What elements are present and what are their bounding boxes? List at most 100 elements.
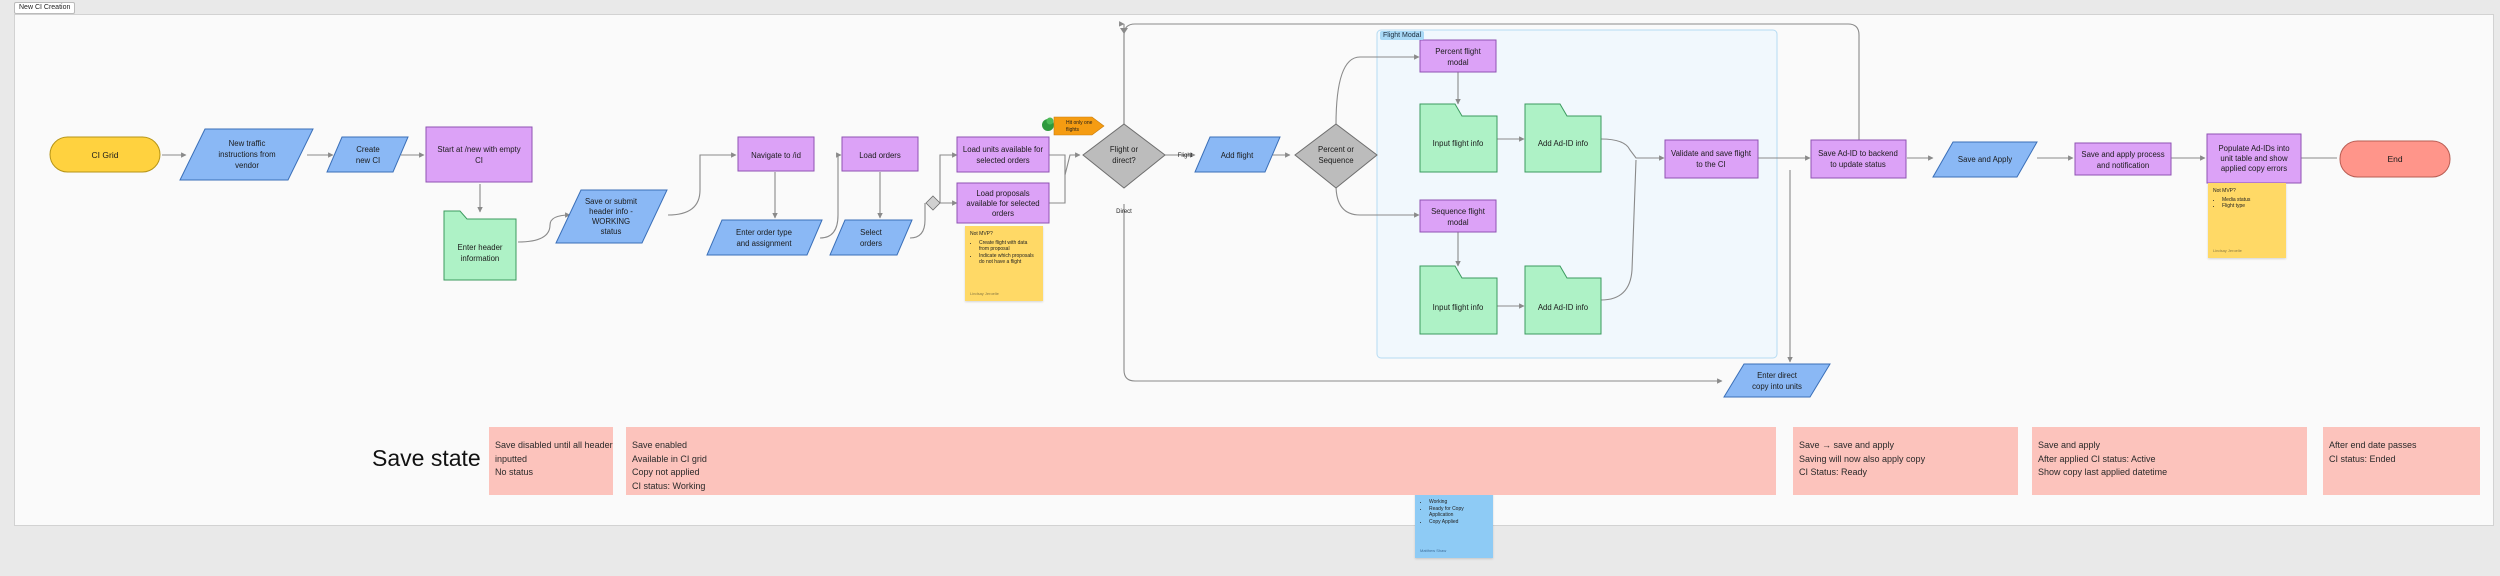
start-new-line-2: CI xyxy=(475,156,483,165)
new-traffic-line-1: New traffic xyxy=(229,139,266,148)
save-adid-line-1: Save Ad-ID to backend xyxy=(1818,149,1898,158)
save-state-block-3: Save → save and apply Saving will now al… xyxy=(1793,427,2018,495)
save-state-line: Available in CI grid xyxy=(632,453,707,464)
end-terminal xyxy=(2339,140,2451,178)
sequence-modal-process xyxy=(1419,199,1497,233)
populate-adids-line-1: Populate Ad-IDs into xyxy=(2218,144,2290,153)
input-flight-2-label: Input flight info xyxy=(1433,303,1484,312)
load-proposals-line-3: orders xyxy=(992,209,1014,218)
save-submit-io xyxy=(555,189,668,244)
load-units-line-1: Load units available for xyxy=(963,145,1044,154)
new-traffic-line-2: instructions from xyxy=(218,150,275,159)
percent-modal-line-2: modal xyxy=(1447,58,1469,67)
enter-header-line-1: Enter header xyxy=(457,243,502,252)
sticky-note-title: Not MVP? xyxy=(2213,188,2236,194)
add-adid-1-label: Add Ad-ID info xyxy=(1538,139,1589,148)
input-flight-folder-1 xyxy=(1419,103,1498,173)
hint-badge xyxy=(1053,116,1105,136)
save-apply-process-line-1: Save and apply process xyxy=(2081,150,2164,159)
enter-order-type-io xyxy=(706,219,823,256)
save-apply-io xyxy=(1932,141,2038,178)
save-submit-line-4: status xyxy=(601,227,622,236)
sticky-note-author: Lindsay Jeroelie xyxy=(2213,247,2242,253)
new-traffic-line-3: vendor xyxy=(235,161,259,170)
create-new-ci-line-2: new CI xyxy=(356,156,380,165)
sticky-note-adids: Not MVP? Media status Flight type Lindsa… xyxy=(2208,183,2286,258)
sticky-note-author: Matthew Shaw xyxy=(1420,547,1447,553)
ci-grid-label: CI Grid xyxy=(92,150,119,160)
validate-save-process xyxy=(1664,139,1759,179)
select-orders-line-1: Select xyxy=(860,228,883,237)
save-apply-process-box xyxy=(2074,142,2172,176)
save-state-block-2: Save enabled Available in CI grid Copy n… xyxy=(626,427,1776,495)
select-orders-line-2: orders xyxy=(860,239,882,248)
start-new-line-1: Start at /new with empty xyxy=(437,145,520,154)
sticky-note-item: Working xyxy=(1429,499,1488,506)
flight-or-direct-line-1: Flight or xyxy=(1110,145,1139,154)
hint-badge-line-2: flights xyxy=(1066,127,1080,133)
ci-grid-terminal xyxy=(49,136,161,173)
input-flight-1-label: Input flight info xyxy=(1433,139,1484,148)
enter-order-type-line-1: Enter order type xyxy=(736,228,792,237)
add-adid-2-label: Add Ad-ID info xyxy=(1538,303,1589,312)
input-flight-folder-2 xyxy=(1419,265,1498,335)
enter-direct-copy-line-1: Enter direct xyxy=(1757,371,1798,380)
save-state-block-5: After end date passes CI status: Ended xyxy=(2323,427,2480,495)
load-proposals-line-2: available for selected xyxy=(966,199,1039,208)
merge-diamond xyxy=(925,195,941,211)
percent-or-sequence-line-1: Percent or xyxy=(1318,145,1354,154)
sticky-note-author: Lindsay Jeroelie xyxy=(970,290,999,296)
sticky-note-title: Not MVP? xyxy=(970,231,993,237)
save-state-line: Save disabled until all header xyxy=(495,440,613,450)
save-state-line: inputted xyxy=(495,453,528,464)
enter-direct-copy-io xyxy=(1723,363,1831,398)
enter-order-type-line-2: and assignment xyxy=(736,239,792,248)
add-flight-label: Add flight xyxy=(1221,151,1254,160)
load-orders-process xyxy=(841,136,919,172)
sticky-note-item: Flight type xyxy=(2222,203,2281,210)
save-adid-process xyxy=(1810,139,1907,179)
add-adid-folder-1 xyxy=(1524,103,1602,173)
frame-label: New CI Creation xyxy=(14,2,76,14)
percent-or-sequence-line-2: Sequence xyxy=(1318,156,1353,165)
sticky-note-item: Indicate which proposals do not have a f… xyxy=(979,253,1038,266)
save-state-line: After end date passes xyxy=(2329,440,2417,450)
save-state-line: After applied CI status: Active xyxy=(2038,453,2156,464)
save-state-line: Save and apply xyxy=(2038,440,2101,450)
save-state-title: Save state xyxy=(372,445,481,471)
edge-label-direct: Direct xyxy=(1116,209,1132,215)
connectors xyxy=(162,23,2337,384)
edge-label-flight: Flight xyxy=(1178,153,1193,159)
save-adid-line-2: to update status xyxy=(1830,160,1886,169)
enter-header-line-2: information xyxy=(461,254,500,263)
save-submit-line-1: Save or submit xyxy=(585,197,638,206)
save-state-block-1: Save disabled until all header inputted … xyxy=(489,427,613,495)
populate-adids-process xyxy=(2206,133,2302,184)
validate-save-line-2: to the CI xyxy=(1696,160,1725,169)
add-flight-io xyxy=(1194,136,1281,173)
percent-modal-line-1: Percent flight xyxy=(1435,47,1481,56)
load-units-process xyxy=(956,136,1050,173)
flight-modal-label: Flight Modal xyxy=(1380,31,1425,40)
save-state-line: Copy not applied xyxy=(632,467,700,477)
populate-adids-line-3: applied copy errors xyxy=(2221,164,2287,173)
flight-or-direct-decision xyxy=(1082,123,1166,189)
load-proposals-line-1: Load proposals xyxy=(976,189,1029,198)
sequence-modal-line-1: Sequence flight xyxy=(1431,207,1486,216)
create-new-ci-line-1: Create xyxy=(356,145,379,154)
sticky-note-item: Copy Applied xyxy=(1429,519,1488,526)
populate-adids-line-2: unit table and show xyxy=(2220,154,2288,163)
sticky-note-proposals: Not MVP? Create flight with data from pr… xyxy=(965,226,1043,301)
start-new-process xyxy=(425,126,533,183)
end-label: End xyxy=(2387,154,2402,164)
load-proposals-process xyxy=(956,182,1050,224)
hint-badge-line-1: Hit only one xyxy=(1066,120,1093,126)
save-state-block-4: Save and apply After applied CI status: … xyxy=(2032,427,2307,495)
save-state-line: CI status: Working xyxy=(632,480,706,491)
navigate-id-label: Navigate to /id xyxy=(751,151,801,160)
save-state-line: Saving will now also apply copy xyxy=(1799,453,1926,464)
sticky-note-item: Media status xyxy=(2222,197,2281,204)
save-state-line: Show copy last applied datetime xyxy=(2038,467,2168,477)
percent-or-sequence-decision xyxy=(1294,123,1378,189)
